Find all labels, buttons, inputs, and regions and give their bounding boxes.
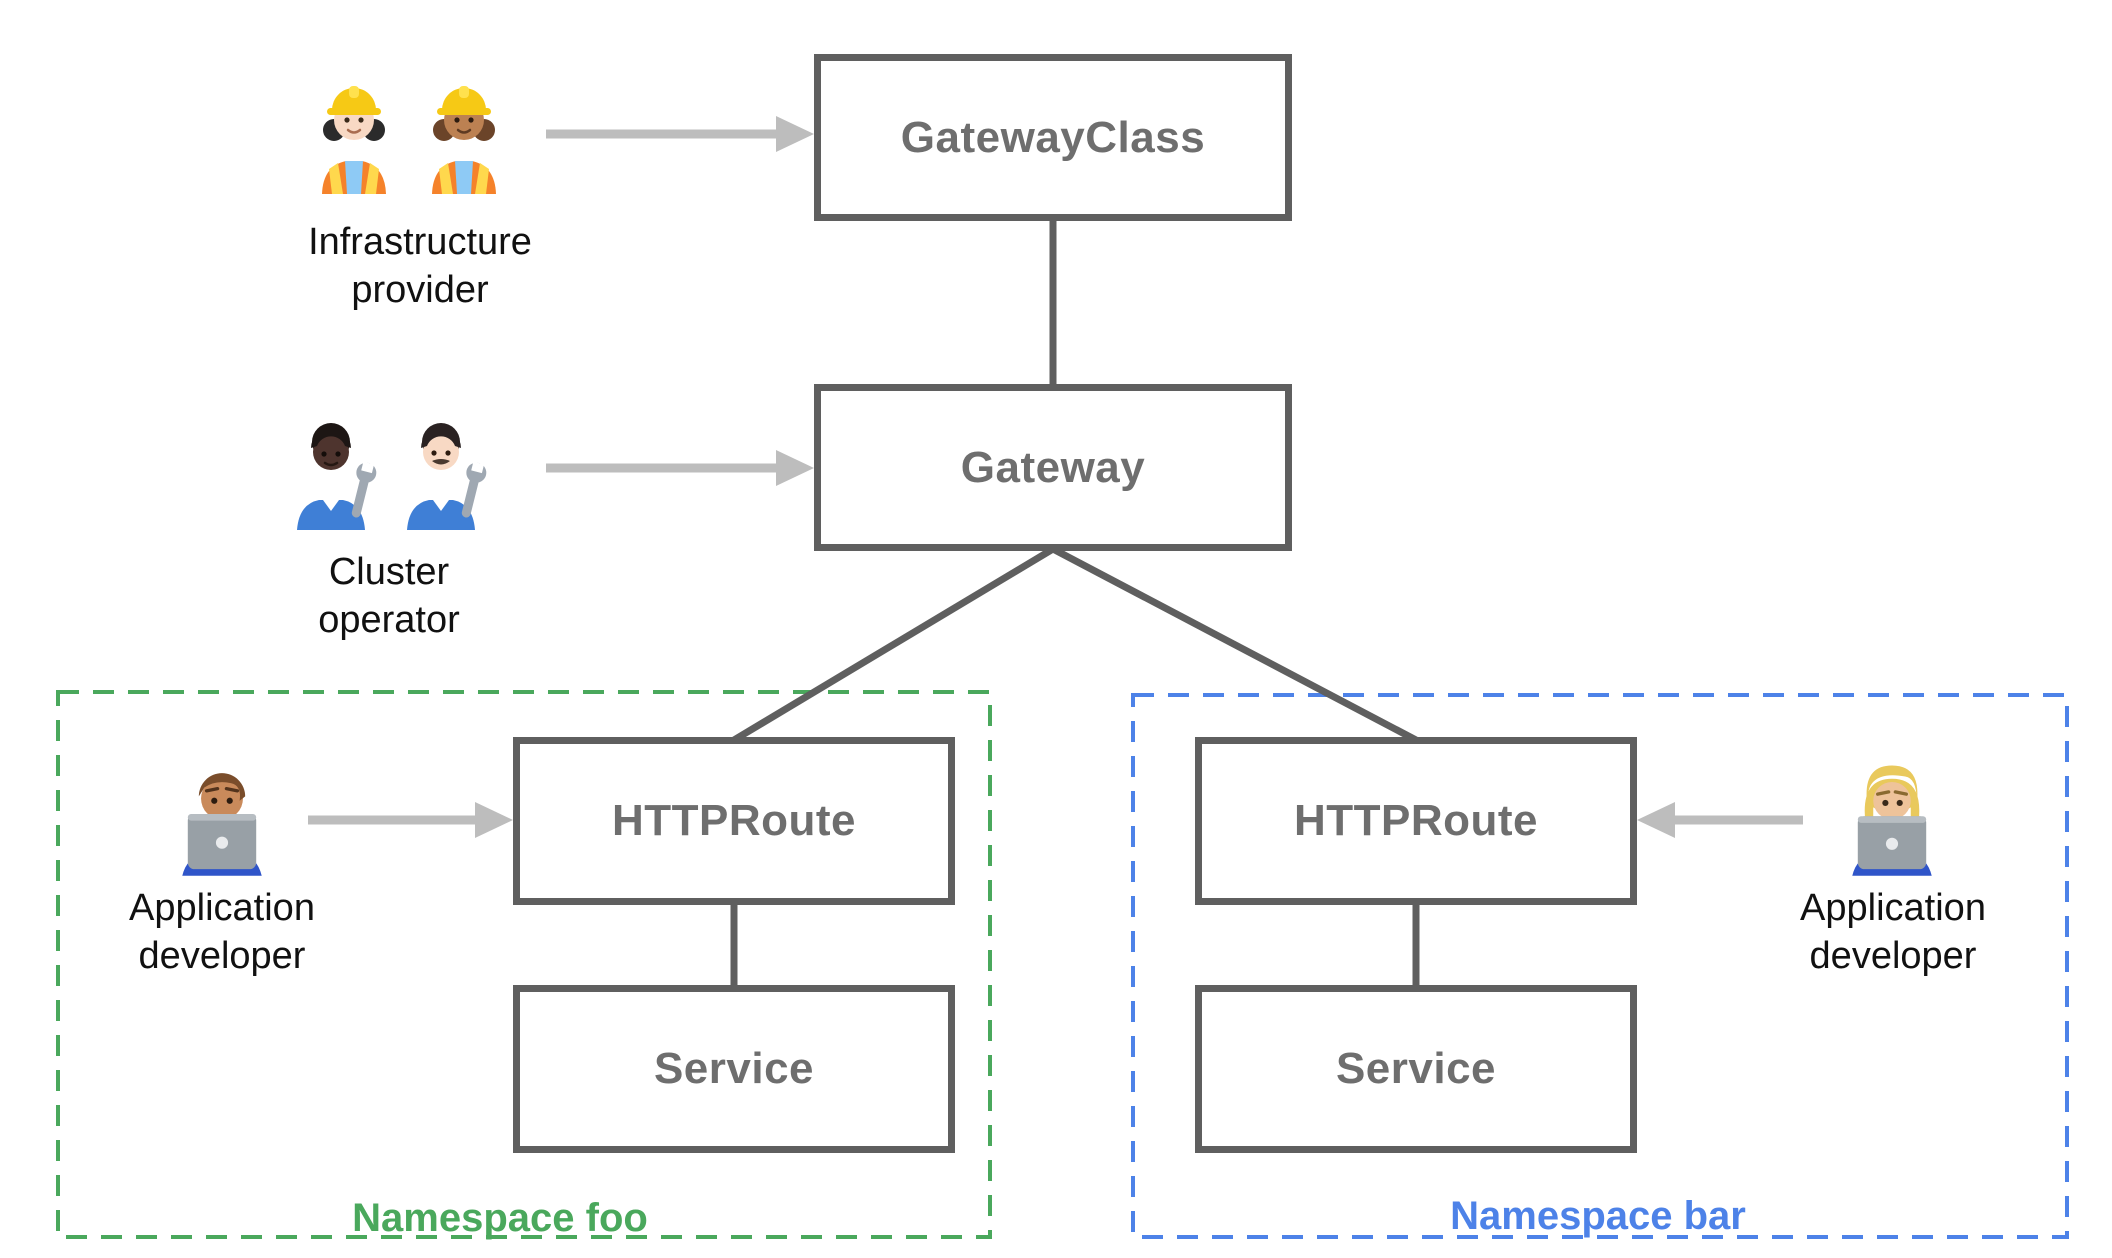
arrow-cluster-operator-to-gateway (546, 450, 814, 486)
gatewayclass-label: GatewayClass (900, 112, 1206, 162)
cluster-operator-icons (281, 400, 491, 532)
woman-technologist-icon (1852, 765, 1932, 876)
namespace-foo-boundary (56, 690, 992, 1239)
gateway-node: Gateway (814, 384, 1292, 551)
service-bar-label: Service (1335, 1044, 1497, 1093)
httproute-foo-node: HTTPRoute (513, 737, 955, 905)
edge-gateway-httproute-foo (732, 545, 1055, 744)
app-developer-bar-icon (1836, 750, 1948, 878)
gatewayclass-node: GatewayClass (814, 54, 1292, 221)
app-developer-foo-label: Application developer (129, 887, 315, 977)
arrow-app-developer-to-httproute-foo (308, 802, 513, 838)
man-mechanic-light-icon (407, 423, 487, 530)
woman-construction-worker-medium-icon (432, 86, 496, 194)
infrastructure-provider-icons (304, 64, 514, 196)
httproute-foo-label: HTTPRoute (611, 796, 857, 845)
infrastructure-provider-label: Infrastructure provider (308, 221, 532, 311)
service-bar-node: Service (1195, 985, 1637, 1153)
edge-gateway-httproute-bar (1051, 545, 1418, 744)
app-developer-foo-icon (166, 750, 278, 878)
laptop-icon (1857, 816, 1927, 870)
arrow-infrastructure-provider-to-gatewayclass (546, 116, 814, 152)
laptop-icon (187, 814, 257, 870)
namespace-foo-caption: Namespace foo (352, 1196, 648, 1240)
httproute-bar-node: HTTPRoute (1195, 737, 1637, 905)
woman-construction-worker-light-icon (322, 86, 386, 194)
cluster-operator-label: Cluster operator (318, 551, 460, 641)
httproute-bar-label: HTTPRoute (1293, 796, 1539, 845)
wrench-icon (351, 461, 377, 518)
wrench-icon (461, 461, 487, 518)
arrow-app-developer-to-httproute-bar (1637, 802, 1803, 838)
app-developer-bar-label: Application developer (1800, 887, 1986, 977)
namespace-bar-caption: Namespace bar (1450, 1194, 1746, 1238)
gateway-label: Gateway (960, 442, 1146, 492)
mechanic-dark-icon (297, 423, 377, 530)
service-foo-label: Service (653, 1044, 815, 1093)
service-foo-node: Service (513, 985, 955, 1153)
namespace-bar-boundary (1131, 693, 2069, 1239)
man-technologist-icon (182, 773, 262, 876)
